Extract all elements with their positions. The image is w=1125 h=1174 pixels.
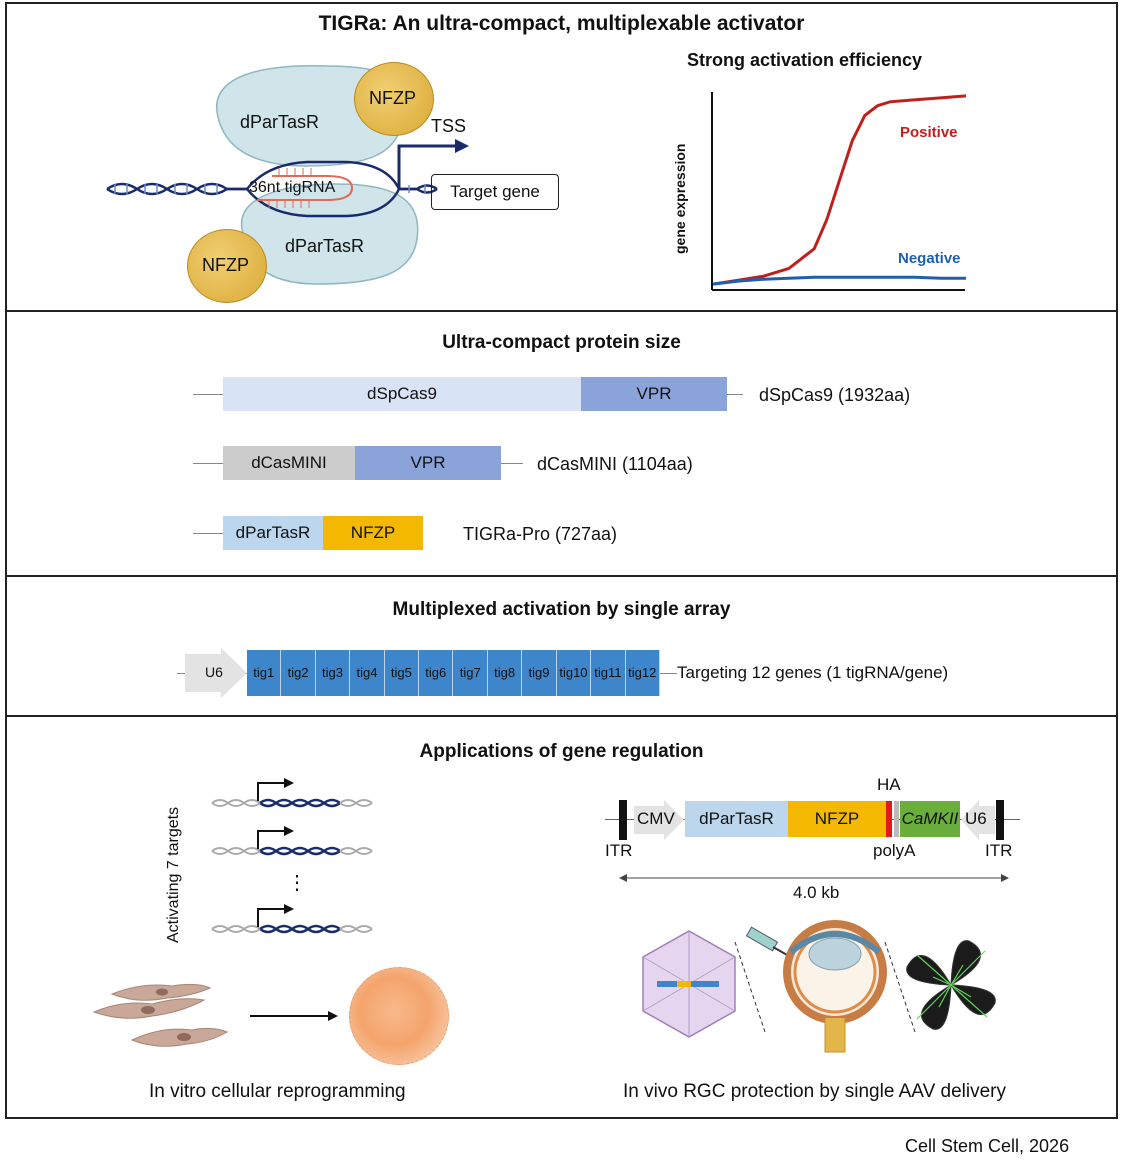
series-negative-line — [712, 275, 966, 286]
tig-element-7: tig7 — [454, 650, 488, 696]
u6-promoter-arrow — [185, 648, 247, 698]
left-caption: In vitro cellular reprogramming — [149, 1081, 406, 1102]
dna-target-3 — [211, 904, 373, 934]
fibroblast-cells — [92, 983, 229, 1047]
panel-multiplexed-array: Multiplexed activation by single array U… — [5, 575, 1118, 717]
aav-capsid — [642, 930, 736, 1038]
activation-chart — [711, 92, 967, 291]
polya-label: polyA — [873, 841, 916, 860]
right-caption: In vivo RGC protection by single AAV del… — [623, 1081, 1006, 1102]
panel3-title: Multiplexed activation by single array — [392, 599, 731, 620]
footer-citation: Cell Stem Cell, 2026 — [905, 1136, 1070, 1156]
dcasmini-bar: dCasMINI — [223, 446, 355, 480]
cmv-promoter-arrow — [634, 800, 684, 840]
panel-activator-overview: TIGRa: An ultra-compact, multiplexable a… — [5, 2, 1118, 312]
construct-camkii: CaMKII — [900, 801, 960, 837]
activating-targets-label: Activating 7 targets — [165, 806, 182, 943]
nfzp-top-label: NFZP — [369, 88, 416, 108]
reprogramming-arrow — [250, 1011, 338, 1021]
dna-rungs — [114, 183, 426, 195]
construct-polya — [894, 801, 899, 837]
series-positive-label: Positive — [900, 124, 958, 141]
tigrna-hairpin — [257, 175, 354, 201]
construct-dpartasr: dParTasR — [685, 801, 788, 837]
panel4-title: Applications of gene regulation — [419, 741, 704, 762]
tigrna-label: 36nt tigRNA — [249, 179, 336, 196]
dna-strand-b — [106, 182, 438, 218]
target-dna-strands — [211, 778, 373, 934]
construct-ha-tag — [886, 801, 892, 837]
tig-element-8: tig8 — [488, 650, 523, 696]
tig-element-12: tig12 — [626, 650, 660, 696]
nfzp-bottom-blob — [187, 229, 267, 303]
activator-schematic: NFZP NFZP dParTasR dParTasR 36nt tigRNA … — [7, 4, 627, 310]
reprogrammed-colony — [349, 967, 449, 1065]
construct-nfzp: NFZP — [788, 801, 886, 837]
panel2-title: Ultra-compact protein size — [442, 332, 681, 353]
u6-label: U6 — [205, 664, 223, 680]
itr-left-block — [619, 800, 627, 840]
size-scale-arrow — [619, 874, 1009, 882]
construct-size-label: 4.0 kb — [793, 883, 840, 902]
dna-target-2 — [211, 826, 373, 856]
vpr-bar-1: VPR — [581, 377, 727, 411]
tig-element-11: tig11 — [591, 650, 626, 696]
tig-element-3: tig3 — [316, 650, 351, 696]
vpr-bar-2: VPR — [355, 446, 501, 480]
dna-target-1 — [211, 778, 373, 808]
row2-size-label: dCasMINI (1104aa) — [537, 454, 693, 474]
itr-right-label: ITR — [985, 841, 1013, 860]
retina-flatmount — [906, 940, 996, 1030]
schematic-svg — [106, 65, 469, 285]
tig-element-2: tig2 — [281, 650, 316, 696]
series-positive-line — [712, 94, 967, 286]
nfzp-bottom-label: NFZP — [202, 255, 249, 275]
targets-ellipsis: ⋮ — [287, 872, 307, 894]
tig-element-10: tig10 — [557, 650, 592, 696]
panel1-title: TIGRa: An ultra-compact, multiplexable a… — [318, 12, 805, 35]
panel-protein-size: Ultra-compact protein size dSpCas9 VPR d… — [5, 310, 1118, 577]
ha-label: HA — [877, 775, 901, 794]
array-label: Targeting 12 genes (1 tigRNA/gene) — [677, 663, 949, 682]
eye-injection — [734, 920, 916, 1053]
panel-applications: Applications of gene regulation Activati… — [5, 715, 1118, 1119]
tss-label: TSS — [431, 116, 467, 136]
tig-element-6: tig6 — [419, 650, 454, 696]
u6-reverse-arrow — [961, 800, 995, 840]
tig-element-9: tig9 — [522, 650, 557, 696]
dpartasr-bar: dParTasR — [223, 516, 323, 550]
protein-bottom-shape — [240, 183, 419, 285]
nfzp-top-blob — [354, 62, 434, 136]
construct-u6-label: U6 — [965, 809, 987, 828]
row1-size-label: dSpCas9 (1932aa) — [759, 385, 911, 405]
row3-size-label: TIGRa-Pro (727aa) — [463, 524, 618, 544]
dna-strand-a — [106, 160, 438, 196]
tss-arrow-head — [455, 139, 469, 153]
series-negative-label: Negative — [898, 250, 961, 267]
protein-top-label: dParTasR — [240, 112, 320, 132]
tig-element-5: tig5 — [385, 650, 420, 696]
tigrna-pairs — [268, 168, 312, 208]
chart-title: Strong activation efficiency — [687, 50, 923, 70]
chart-ylabel: gene expression — [672, 143, 688, 255]
itr-right-block — [996, 800, 1004, 840]
cmv-label: CMV — [637, 809, 675, 828]
tig-element-4: tig4 — [350, 650, 385, 696]
dspcas9-bar: dSpCas9 — [223, 377, 581, 411]
itr-left-label: ITR — [605, 841, 633, 860]
target-gene-box: Target gene — [431, 174, 559, 210]
nfzp-bar: NFZP — [323, 516, 423, 550]
tig-element-1: tig1 — [247, 650, 282, 696]
protein-bottom-label: dParTasR — [285, 236, 365, 256]
tss-arrow-line — [397, 144, 457, 189]
